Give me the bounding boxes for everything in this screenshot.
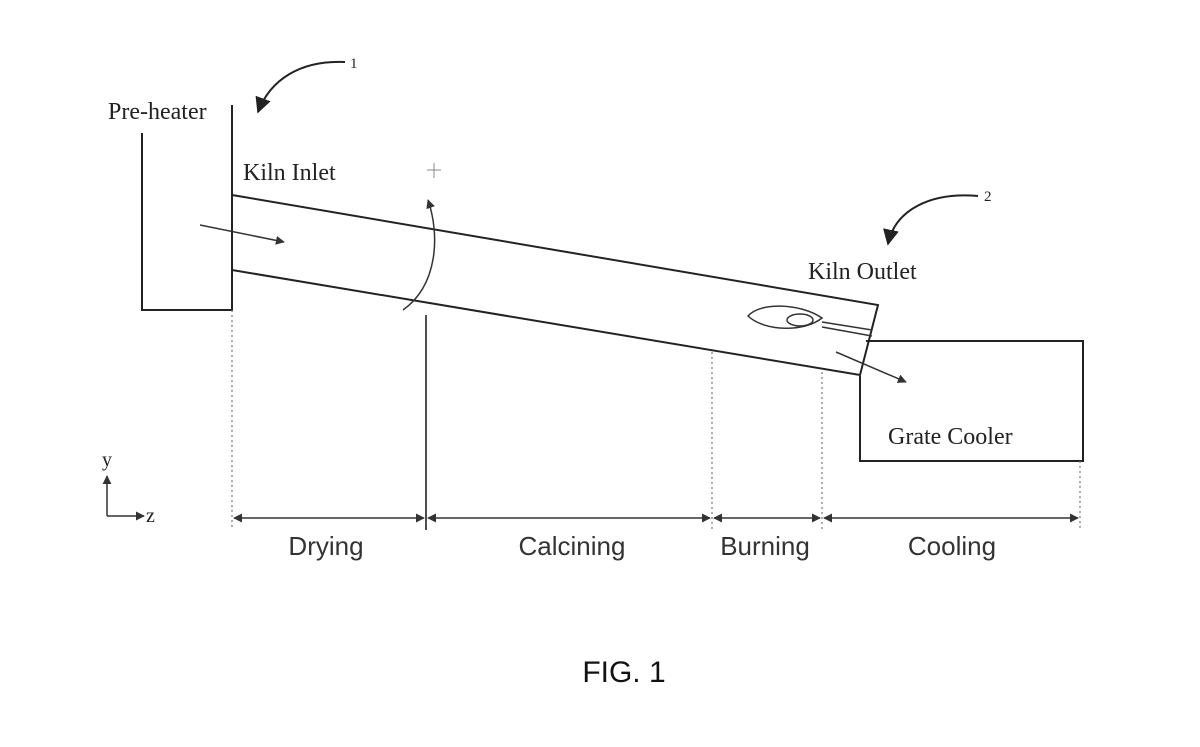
kiln-inlet-label: Kiln Inlet <box>243 160 336 186</box>
crosshair-mark <box>427 163 441 178</box>
grate-cooler-label: Grate Cooler <box>888 424 1013 450</box>
outlet-flow-arrow <box>835 351 907 383</box>
coordinate-axes <box>102 475 145 521</box>
kiln-tube <box>231 194 880 377</box>
preheater-box <box>141 105 233 311</box>
zone-label-burning: Burning <box>720 531 810 561</box>
flame-icon <box>746 305 873 337</box>
zone-label-cooling: Cooling <box>908 531 996 561</box>
ref-1-leader <box>255 60 346 114</box>
inlet-flow-arrow <box>199 224 285 245</box>
axis-y-label: y <box>102 449 112 471</box>
kiln-outlet-label: Kiln Outlet <box>808 259 917 285</box>
zone-label-drying: Drying <box>288 531 363 561</box>
ref-1-label: 1 <box>350 56 358 72</box>
zone-label-calcining: Calcining <box>519 531 626 561</box>
preheater-label: Pre-heater <box>108 99 207 125</box>
rotation-arrow <box>402 199 436 311</box>
grate-cooler-box <box>859 340 1084 462</box>
ref-2-leader <box>883 194 979 246</box>
ref-2-label: 2 <box>984 189 992 205</box>
figure-caption: FIG. 1 <box>582 656 665 689</box>
axis-z-label: z <box>146 505 155 527</box>
